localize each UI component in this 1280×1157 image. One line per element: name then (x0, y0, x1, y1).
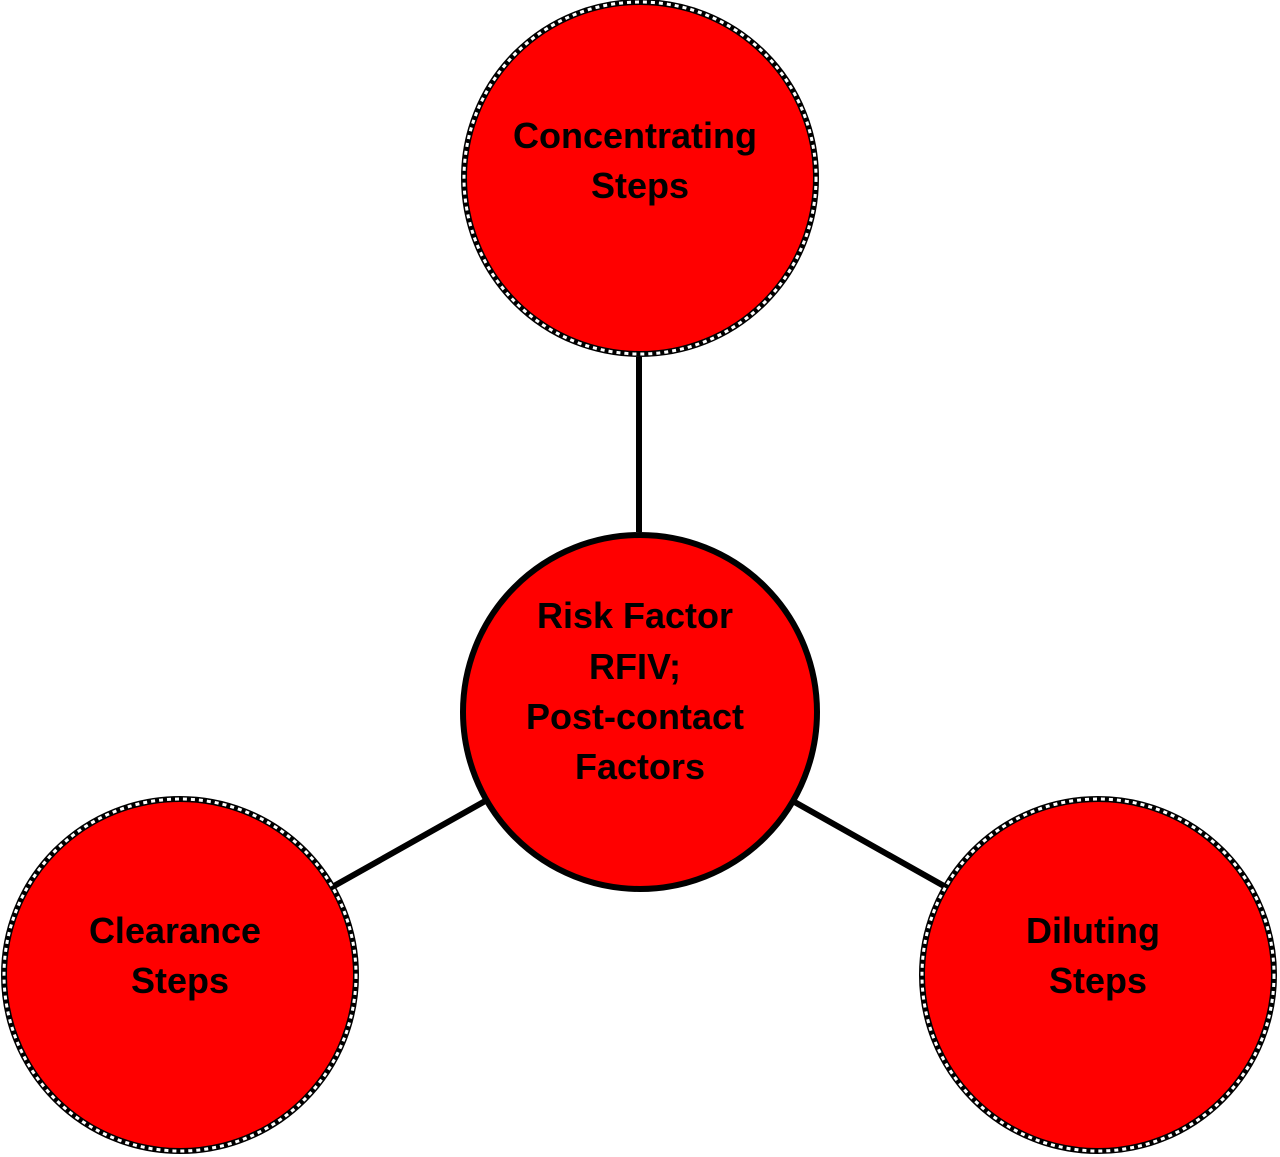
connector-center-left (332, 797, 489, 889)
node-clearance-steps: Clearance Steps (1, 796, 359, 1154)
node-clearance-label: Clearance Steps (89, 910, 271, 1001)
node-diluting-steps: Diluting Steps (919, 796, 1277, 1154)
node-concentrating-label: Concentrating Steps (513, 115, 767, 206)
node-concentrating-steps: Concentrating Steps (461, 0, 819, 357)
node-risk-factor-label: Risk Factor RFIV; Post-contact Factors (526, 595, 754, 787)
node-risk-factor-circle (460, 532, 820, 892)
node-risk-factor: Risk Factor RFIV; Post-contact Factors (460, 532, 820, 892)
node-clearance-dash (2, 797, 358, 1153)
node-concentrating-dash (462, 0, 818, 356)
node-diluting-dash (920, 797, 1276, 1153)
connector-center-right (789, 797, 946, 889)
node-diluting-label: Diluting Steps (1026, 910, 1170, 1001)
